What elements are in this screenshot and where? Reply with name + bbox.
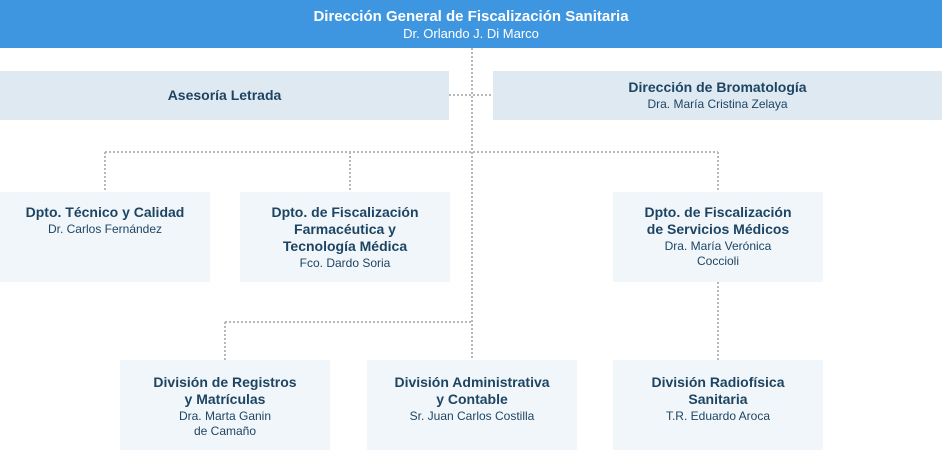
dept-servicios-person: Dra. María Verónica Coccioli <box>664 239 772 268</box>
dept-tecnico-title: Dpto. Técnico y Calidad <box>25 204 185 220</box>
division-registros-box: División de Registros y Matrículas Dra. … <box>120 360 330 450</box>
dept-farmaceutica-box: Dpto. de Fiscalización Farmacéutica y Te… <box>240 192 450 282</box>
dept-tecnico-person: Dr. Carlos Fernández <box>47 222 163 236</box>
director-general-person: Dr. Orlando J. Di Marco <box>403 25 539 41</box>
bromatology-person: Dra. María Cristina Zelaya <box>647 97 788 111</box>
bromatology-title: Dirección de Bromatología <box>628 79 807 95</box>
dept-farmaceutica-person: Fco. Dardo Soria <box>299 256 391 270</box>
division-administrativa-person: Sr. Juan Carlos Costilla <box>409 409 535 423</box>
division-administrativa-box: División Administrativa y Contable Sr. J… <box>367 360 577 450</box>
dept-farmaceutica-title: Dpto. de Fiscalización Farmacéutica y Te… <box>271 204 419 254</box>
director-general-box: Dirección General de Fiscalización Sanit… <box>0 0 942 48</box>
director-general-title: Dirección General de Fiscalización Sanit… <box>313 7 629 25</box>
division-administrativa-title: División Administrativa y Contable <box>394 374 550 407</box>
division-registros-person: Dra. Marta Ganin de Camaño <box>178 409 272 438</box>
dept-servicios-box: Dpto. de Fiscalización de Servicios Médi… <box>613 192 823 282</box>
division-registros-title: División de Registros y Matrículas <box>153 374 297 407</box>
advisory-title: Asesoría Letrada <box>167 87 282 103</box>
division-radiofisica-person: T.R. Eduardo Aroca <box>665 409 771 423</box>
advisory-box: Asesoría Letrada <box>0 71 449 120</box>
division-radiofisica-box: División Radiofísica Sanitaria T.R. Edua… <box>613 360 823 450</box>
dept-tecnico-box: Dpto. Técnico y Calidad Dr. Carlos Ferná… <box>0 192 210 282</box>
dept-servicios-title: Dpto. de Fiscalización de Servicios Médi… <box>644 204 792 237</box>
bromatology-box: Dirección de Bromatología Dra. María Cri… <box>493 71 942 120</box>
division-radiofisica-title: División Radiofísica Sanitaria <box>651 374 785 407</box>
